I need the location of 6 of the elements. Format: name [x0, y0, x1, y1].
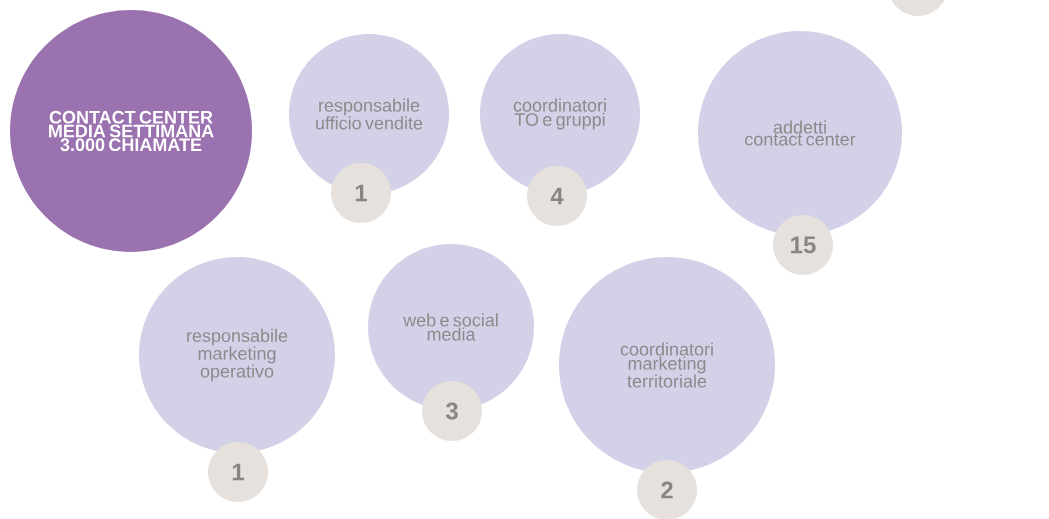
count-badge: 2 [637, 460, 697, 519]
count-badge: 4 [527, 166, 587, 226]
count-badge: 1 [208, 442, 268, 502]
count-badge: 3 [422, 381, 482, 441]
count-badge: 15 [773, 215, 833, 275]
count-badge: 1 [331, 163, 391, 223]
